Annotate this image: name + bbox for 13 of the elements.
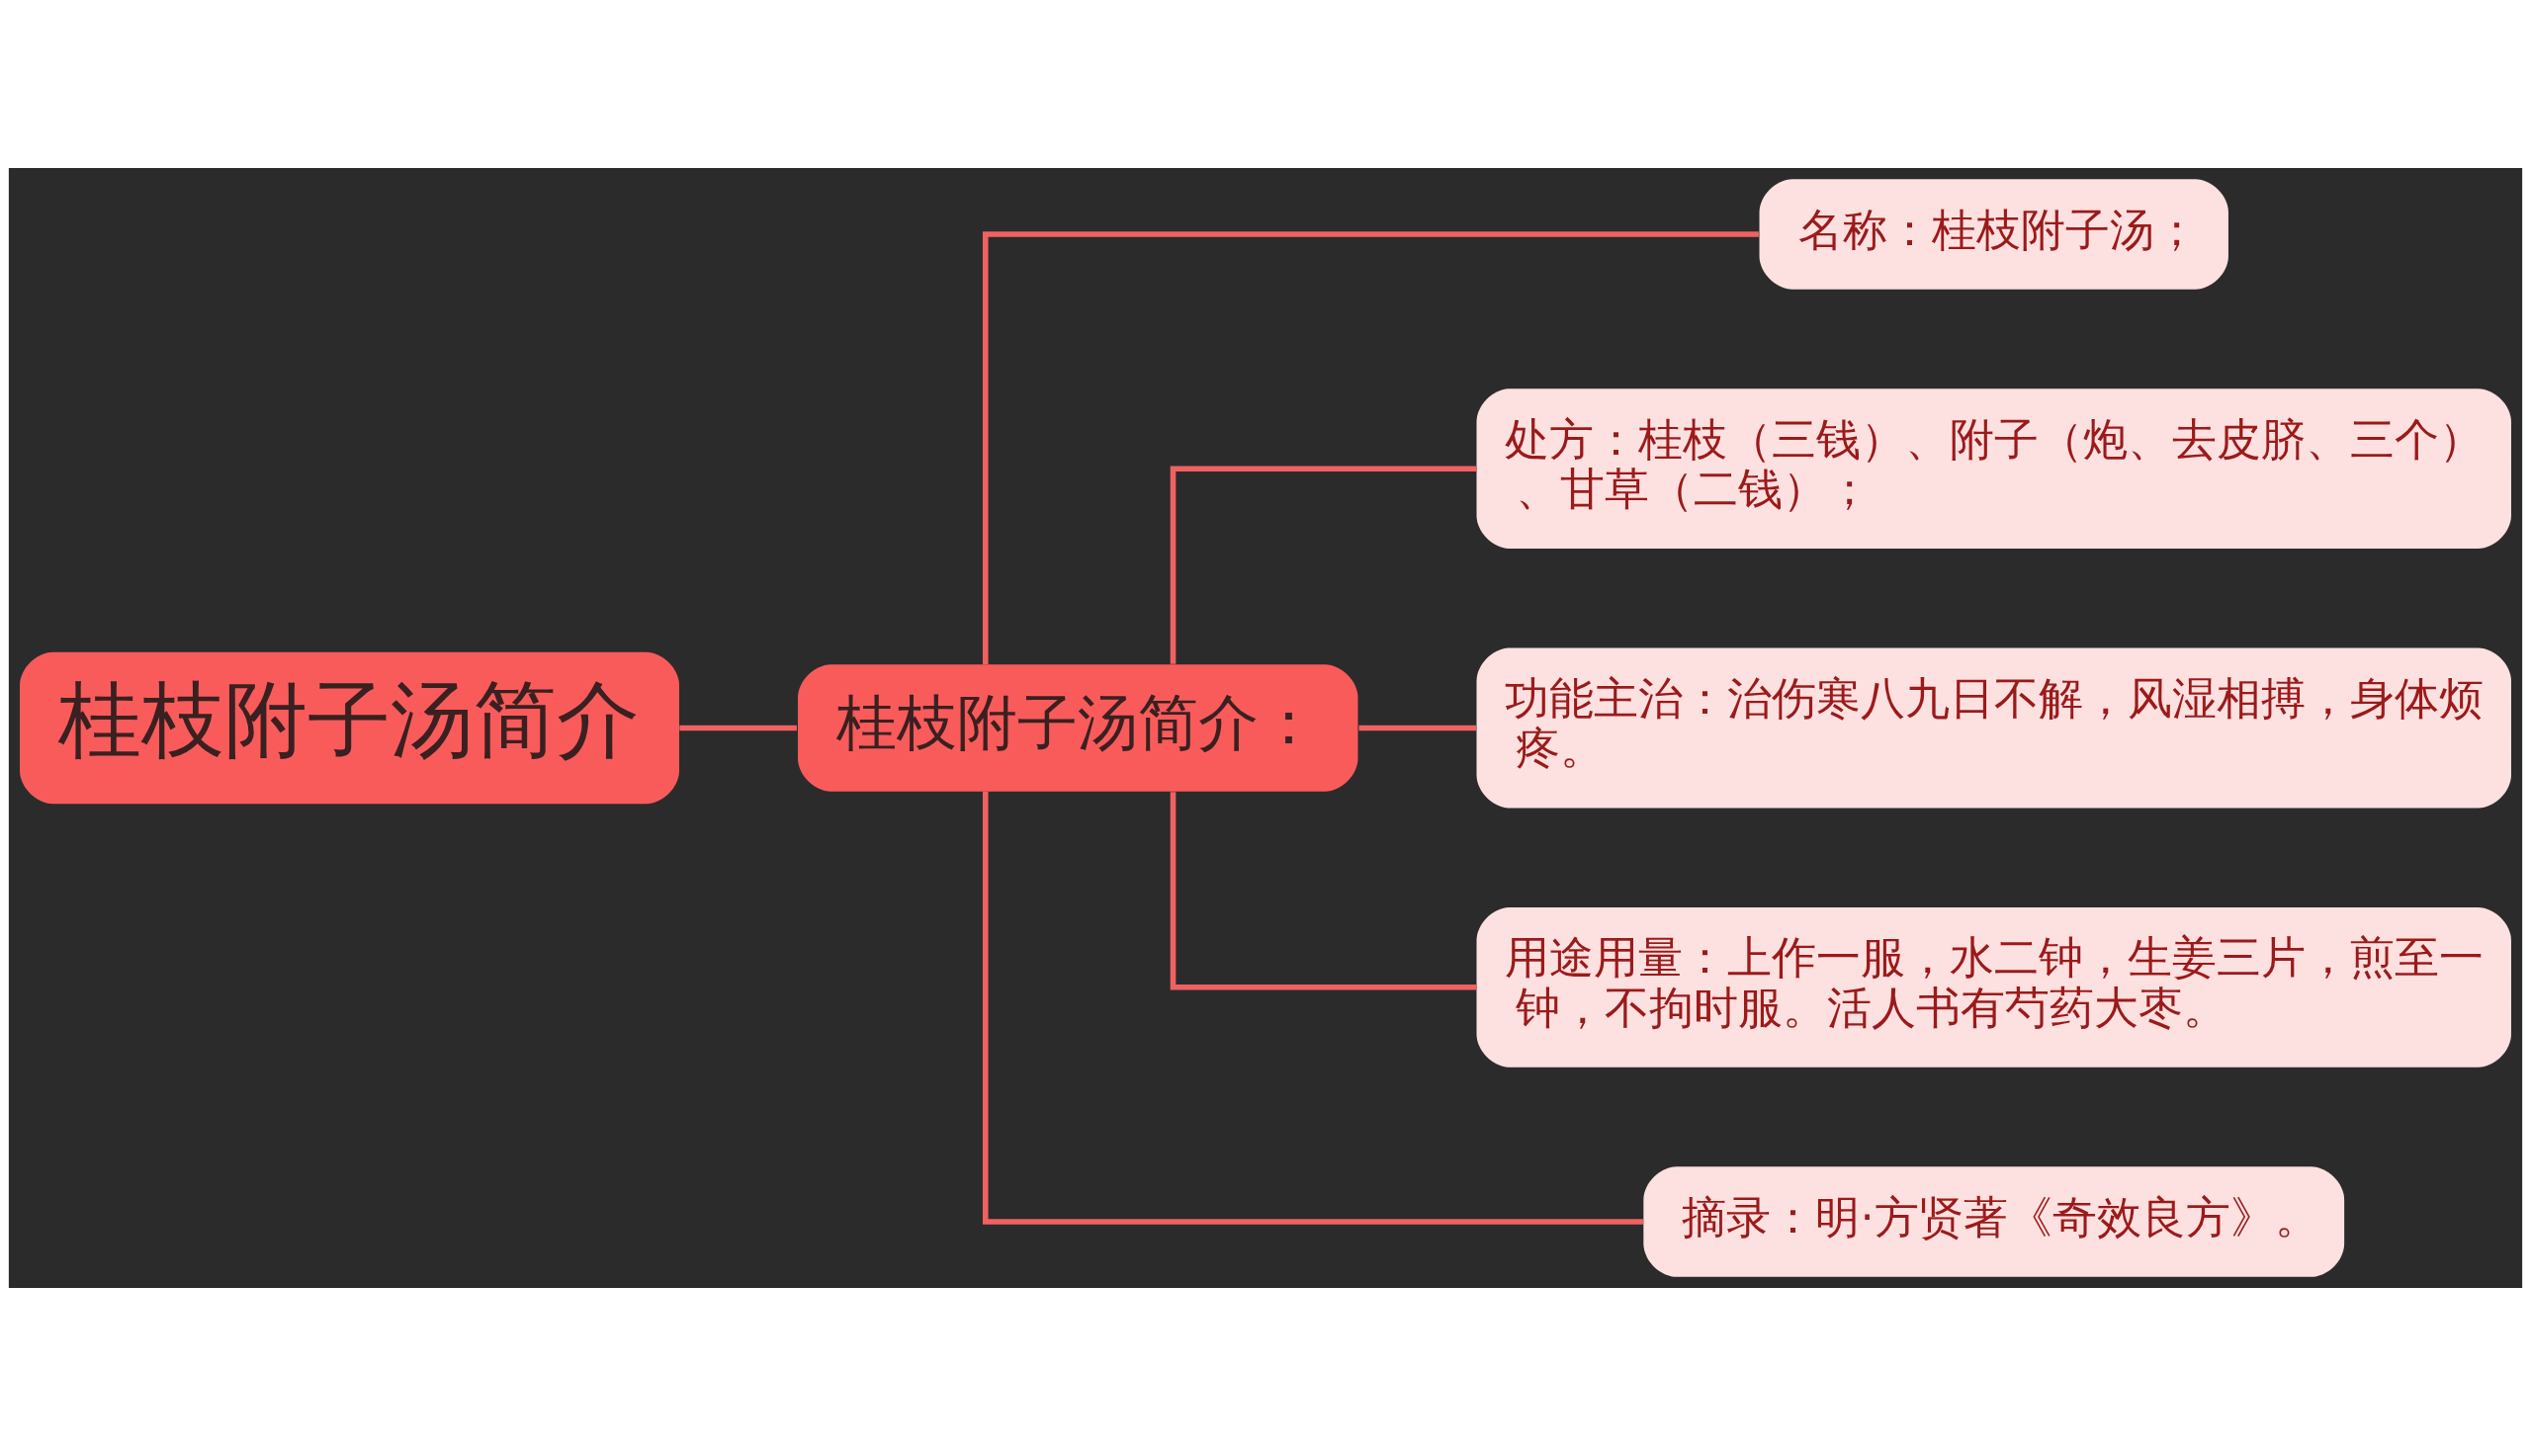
connector — [1358, 725, 1477, 731]
connector — [1170, 466, 1477, 664]
connector — [982, 231, 1759, 665]
connector — [982, 791, 1644, 1225]
node-box: 用途用量：上作一服，水二钟，生姜三片，煎至一钟，不拘时服。活人书有芍药大枣。 — [1476, 906, 2511, 1068]
node-box: 处方：桂枝（三钱）、附子（炮、去皮脐、三个）、甘草（二钱）； — [1476, 388, 2511, 550]
connector — [679, 725, 797, 731]
node-box: 摘录：明·方贤著《奇效良方》。 — [1643, 1166, 2345, 1277]
node-box: 名称：桂枝附子汤； — [1759, 179, 2228, 290]
node-box: 桂枝附子汤简介： — [798, 664, 1358, 792]
node-box: 功能主治：治伤寒八九日不解，风湿相搏，身体烦疼。 — [1476, 647, 2511, 809]
connector — [1170, 792, 1477, 990]
node-box: 桂枝附子汤简介 — [20, 651, 679, 805]
